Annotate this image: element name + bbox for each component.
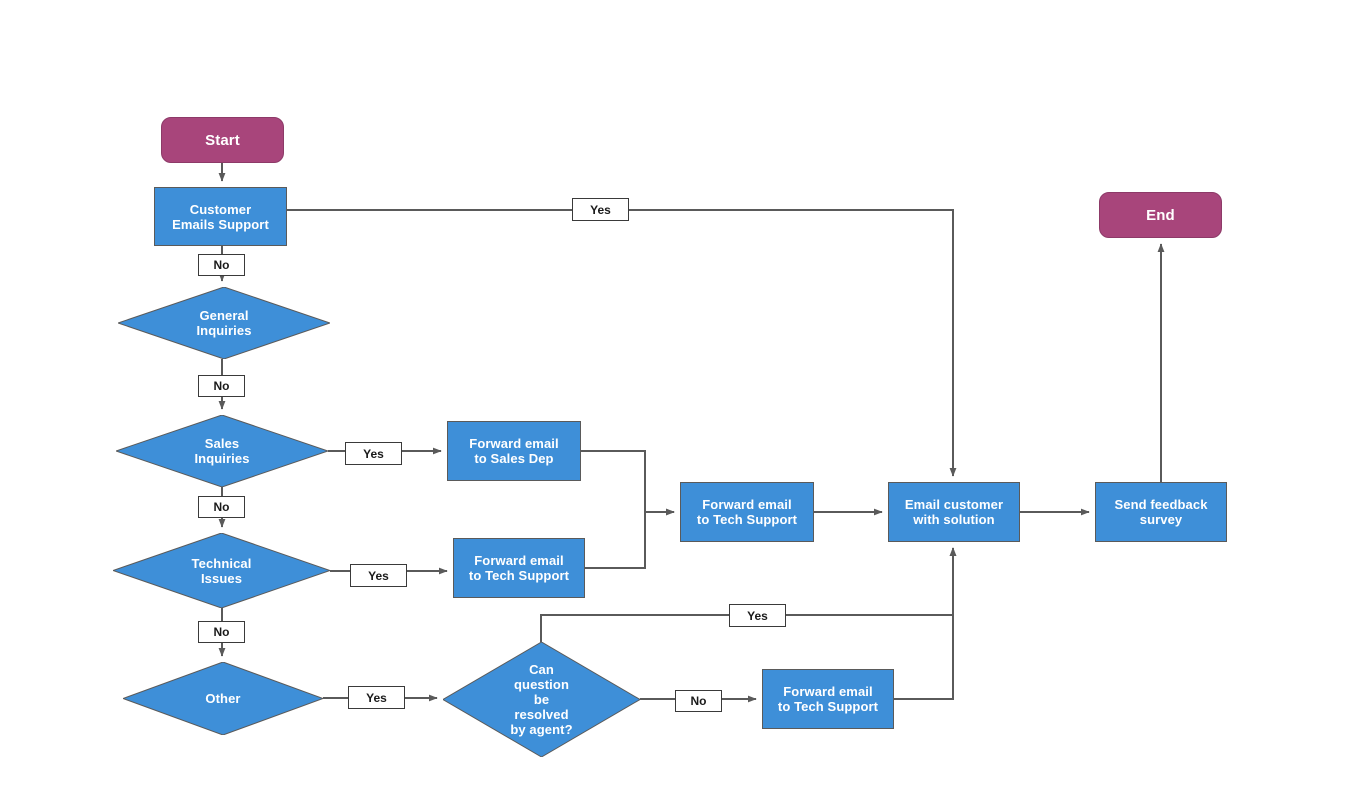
edge-label-lbl_tech_no[interactable]: No bbox=[198, 621, 245, 643]
edge-label-lbl_sales_yes[interactable]: Yes bbox=[345, 442, 402, 465]
edge-e-fwdtech1-merge bbox=[585, 508, 675, 569]
edge-label-lbl_res_yes[interactable]: Yes bbox=[729, 604, 786, 627]
edge-e-canresolve-yes bbox=[540, 547, 957, 642]
edge-e-fwdtech2-email bbox=[894, 547, 957, 700]
diamond-shape bbox=[113, 533, 330, 608]
diamond-shape bbox=[118, 287, 330, 359]
edge-e-customer-yes bbox=[287, 209, 957, 477]
diamond-shape bbox=[116, 415, 328, 487]
diamond-shape bbox=[123, 662, 323, 735]
edge-label-lbl_cust_yes[interactable]: Yes bbox=[572, 198, 629, 221]
node-end[interactable]: End bbox=[1099, 192, 1222, 238]
node-other[interactable]: Other bbox=[123, 662, 323, 735]
edge-label-lbl_tech_yes[interactable]: Yes bbox=[350, 564, 407, 587]
edge-label-lbl_other_yes[interactable]: Yes bbox=[348, 686, 405, 709]
edge-label-lbl_res_no[interactable]: No bbox=[675, 690, 722, 712]
node-label: Start bbox=[205, 131, 240, 149]
diamond-shape bbox=[443, 642, 640, 757]
edge-e-fwdsales-merge bbox=[581, 450, 675, 516]
edge-label-lbl_gen_no[interactable]: No bbox=[198, 375, 245, 397]
edge-label-lbl_sales_no[interactable]: No bbox=[198, 496, 245, 518]
edge-label-lbl_cust_no[interactable]: No bbox=[198, 254, 245, 276]
node-label: End bbox=[1146, 206, 1175, 224]
node-start[interactable]: Start bbox=[161, 117, 284, 163]
